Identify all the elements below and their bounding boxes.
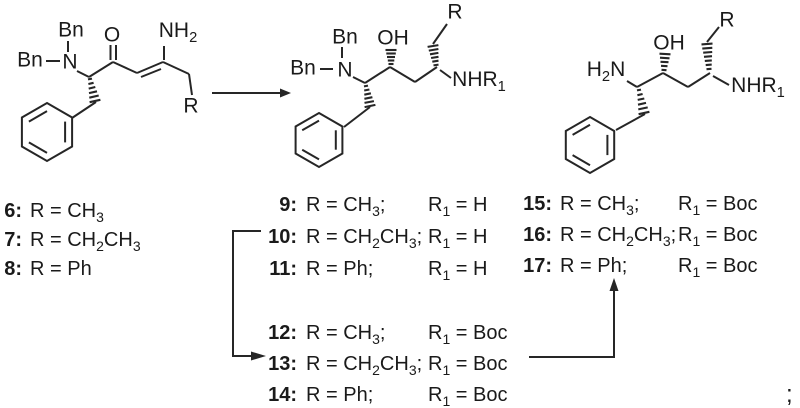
atom-label-benzyl-top: Bn: [58, 18, 84, 42]
atom-label-r-group: R: [447, 0, 463, 24]
stereo-hash-bonds: [87, 42, 713, 116]
compound-list-12-14: 12: R = CH3; R1 = Boc 13: R = CH2CH3; R1…: [262, 321, 508, 408]
compound-row: 17: R = Ph; R1 = Boc: [518, 254, 758, 285]
r1-definition: R1 = Boc: [428, 384, 508, 408]
arrow-12-14-to-15-17: [529, 278, 619, 358]
compound-row: 15: R = CH3; R1 = Boc: [518, 192, 758, 223]
atom-label-r-group: R: [183, 94, 199, 118]
r-definition: R = CH2CH3;: [560, 224, 677, 249]
compound-number: 6:: [4, 200, 22, 222]
compound-number: 15:: [523, 193, 552, 215]
compound-row: 7: R = CH2CH3: [0, 229, 141, 258]
r-definition: R = CH3;: [560, 193, 640, 218]
compound-row: 12: R = CH3; R1 = Boc: [262, 321, 508, 352]
compound-number: 10:: [268, 226, 297, 248]
r1-definition: R1 = H: [428, 194, 488, 219]
structure-15-17-skeleton: [564, 26, 730, 175]
r1-definition: R1 = Boc: [678, 255, 758, 280]
compound-number: 16:: [523, 224, 552, 246]
atom-label-amine-nh2: NH2: [158, 19, 198, 47]
compound-row: 16: R = CH2CH3; R1 = Boc: [518, 223, 758, 254]
r-definition: R = CH2CH3: [30, 229, 141, 254]
trailing-semicolon: ;: [786, 381, 793, 408]
compound-number: 14:: [268, 384, 297, 406]
atom-label-ketone-oxygen: O: [103, 23, 121, 47]
compound-number: 11:: [269, 258, 297, 280]
r1-definition: R1 = Boc: [428, 353, 508, 378]
r-definition: R = CH3: [30, 200, 104, 225]
compound-list-9-11: 9: R = CH3; R1 = H 10: R = CH2CH3; R1 = …: [262, 192, 488, 288]
r-definition: R = CH3;: [306, 322, 386, 347]
atom-label-benzyl-top: Bn: [332, 25, 358, 49]
r-definition: R = Ph;: [560, 255, 628, 277]
compound-list-15-17: 15: R = CH3; R1 = Boc 16: R = CH2CH3; R1…: [518, 192, 758, 285]
compound-list-6-8: 6: R = CH3 7: R = CH2CH3 8: R = Ph: [0, 200, 141, 281]
compound-number: 9:: [279, 194, 297, 216]
r1-definition: R1 = H: [428, 226, 488, 251]
atom-label-amine-h2n: H2N: [586, 58, 626, 86]
compound-row: 13: R = CH2CH3; R1 = Boc: [262, 352, 508, 383]
atom-label-benzyl-left: Bn: [290, 56, 316, 80]
atom-label-r-group: R: [719, 8, 735, 32]
compound-number: 13:: [268, 353, 297, 375]
r1-definition: R1 = Boc: [678, 224, 758, 249]
compound-row: 11: R = Ph; R1 = H: [262, 256, 488, 288]
atom-label-nhr1: NHR1: [452, 68, 506, 96]
compound-number: 8:: [4, 258, 22, 280]
r-definition: R = Ph;: [306, 258, 374, 280]
r1-definition: R1 = Boc: [428, 322, 508, 347]
compound-row: 8: R = Ph: [0, 258, 141, 281]
r1-definition: R1 = Boc: [678, 193, 758, 218]
atom-label-hydroxyl: OH: [377, 26, 409, 50]
r-definition: R = CH3;: [306, 194, 386, 219]
atom-label-nitrogen: N: [62, 50, 78, 74]
r-definition: R = Ph;: [306, 384, 374, 406]
arrow-9-11-to-12-14: [232, 230, 266, 361]
compound-row: 9: R = CH3; R1 = H: [262, 192, 488, 224]
compound-row: 6: R = CH3: [0, 200, 141, 229]
compound-number: 7:: [4, 229, 22, 251]
r-definition: R = CH2CH3;: [306, 353, 423, 378]
compound-row: 14: R = Ph; R1 = Boc: [262, 383, 508, 408]
r-definition: R = CH2CH3;: [306, 226, 423, 251]
atom-label-nitrogen: N: [337, 58, 353, 82]
compound-number: 12:: [268, 322, 297, 344]
atom-label-nhr1: NHR1: [731, 74, 785, 102]
atom-label-benzyl-left: Bn: [17, 48, 43, 72]
atom-label-hydroxyl: OH: [653, 31, 685, 55]
compound-row: 10: R = CH2CH3; R1 = H: [262, 224, 488, 256]
compound-number: 17:: [523, 255, 552, 277]
r-definition: R = Ph: [30, 258, 92, 280]
structure-6-8-skeleton: [20, 41, 193, 163]
structure-9-11-skeleton: [294, 23, 452, 169]
arrow-6-8-to-9-11: [212, 88, 291, 98]
r1-definition: R1 = H: [428, 258, 488, 283]
